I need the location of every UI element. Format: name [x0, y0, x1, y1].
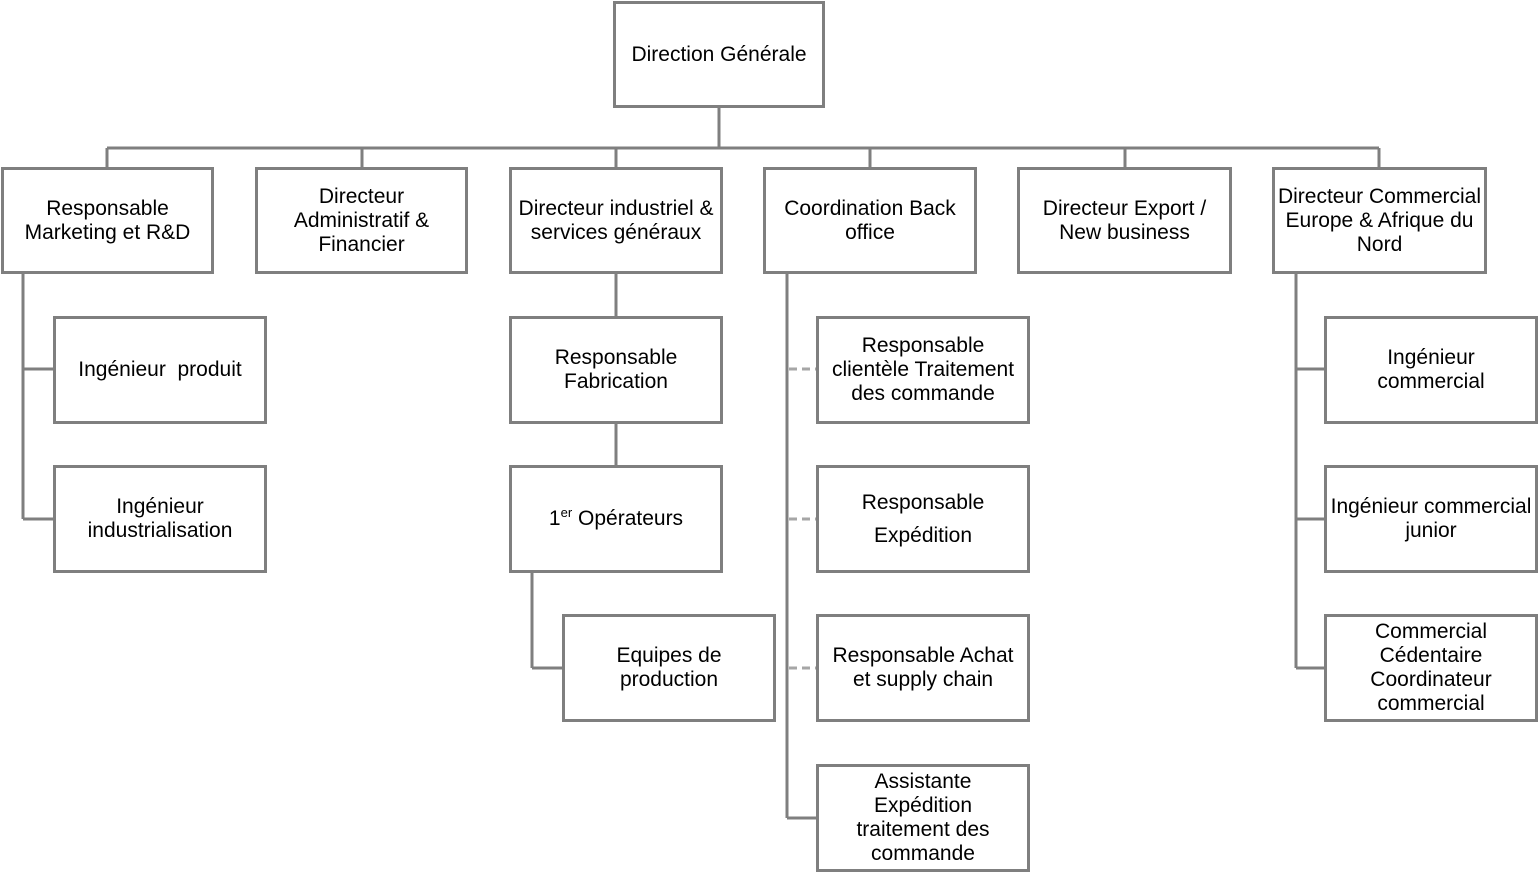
node-label: Ingénieur industrialisation — [87, 495, 233, 542]
node-label-line-2: Expédition — [873, 524, 973, 547]
node-responsable-clientele: Responsable clientèle Traitement des com… — [816, 316, 1030, 424]
node-assistante-expedition: Assistante Expédition traitement des com… — [816, 764, 1030, 872]
node-label-line-1: Responsable — [861, 491, 985, 514]
node-marketing-rd: Responsable Marketing et R&D — [1, 167, 214, 274]
node-label: Direction Générale — [631, 42, 807, 66]
node-label: Ingénieur commercial junior — [1330, 495, 1532, 542]
node-admin-finance: Directeur Administratif & Financier — [255, 167, 468, 274]
node-ingenieur-produit: Ingénieur produit — [53, 316, 267, 424]
node-label: Directeur industriel & services généraux — [518, 196, 714, 244]
node-label: 1er Opérateurs — [548, 505, 684, 531]
node-commercial-cedentaire: Commercial Cédentaire Coordinateur comme… — [1324, 614, 1538, 722]
node-label: Commercial Cédentaire Coordinateur comme… — [1370, 620, 1492, 715]
node-responsable-achat: Responsable Achat et supply chain — [816, 614, 1030, 722]
node-label: Directeur Export / New business — [1042, 196, 1207, 244]
node-premiers-operateurs: 1er Opérateurs — [509, 465, 723, 573]
node-label: Responsable Expédition — [862, 486, 985, 552]
node-label: Responsable Marketing et R&D — [24, 196, 191, 244]
node-ingenieur-commercial-junior: Ingénieur commercial junior — [1324, 465, 1538, 573]
node-responsable-expedition: Responsable Expédition — [816, 465, 1030, 573]
operators-superscript: er — [560, 505, 573, 520]
node-responsable-fabrication: Responsable Fabrication — [509, 316, 723, 424]
node-label: Directeur Administratif & Financier — [293, 184, 430, 256]
node-label: Responsable Achat et supply chain — [832, 644, 1014, 691]
node-export-new-business: Directeur Export / New business — [1017, 167, 1232, 274]
node-commercial-europe: Directeur Commercial Europe & Afrique du… — [1272, 167, 1487, 274]
node-industrial-services: Directeur industriel & services généraux — [509, 167, 723, 274]
node-equipes-production: Equipes de production — [562, 614, 776, 722]
node-label: Equipes de production — [616, 644, 722, 691]
node-label: Directeur Commercial Europe & Afrique du… — [1277, 184, 1482, 256]
dashed-connectors — [789, 367, 819, 670]
node-back-office: Coordination Back office — [763, 167, 977, 274]
operators-suffix: Opérateurs — [572, 507, 684, 530]
node-label: Ingénieur commercial — [1377, 346, 1485, 393]
operators-prefix: 1 — [548, 507, 561, 530]
node-direction-generale: Direction Générale — [613, 1, 825, 108]
node-label: Ingénieur produit — [78, 358, 242, 381]
node-label: Responsable clientèle Traitement des com… — [831, 334, 1015, 405]
node-label: Coordination Back office — [784, 196, 956, 244]
node-ingenieur-commercial: Ingénieur commercial — [1324, 316, 1538, 424]
node-label: Responsable Fabrication — [554, 346, 678, 393]
solid-connectors — [21, 107, 1381, 820]
node-label: Assistante Expédition traitement des com… — [856, 770, 990, 865]
node-ingenieur-industrialisation: Ingénieur industrialisation — [53, 465, 267, 573]
